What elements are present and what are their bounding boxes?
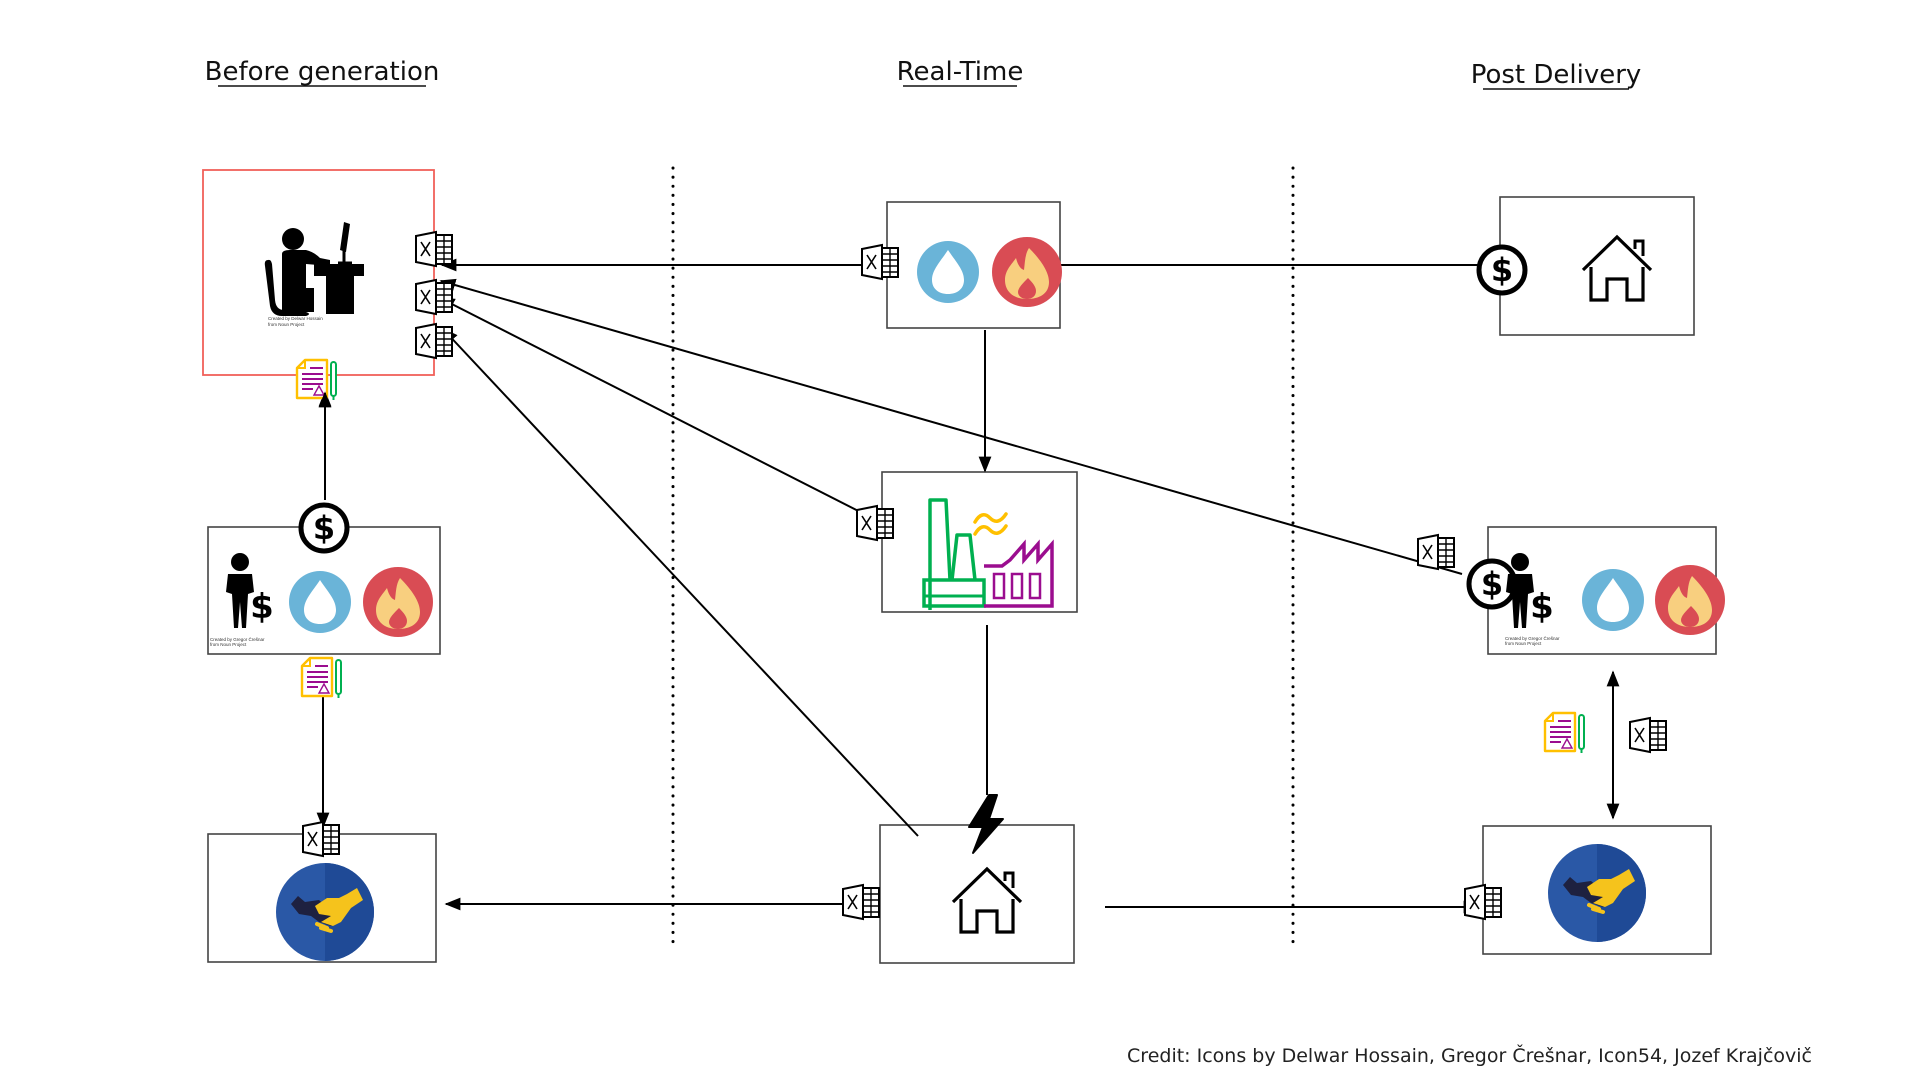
header-before-generation: Before generation	[205, 57, 440, 87]
contract-icon	[295, 358, 338, 402]
contract-icon	[300, 656, 343, 700]
lightning-icon	[968, 794, 1004, 854]
spreadsheet-icon	[856, 505, 894, 541]
flow-plant-to-planner	[438, 297, 879, 522]
spreadsheet-icon	[415, 323, 453, 359]
header-real-time: Real-Time	[897, 57, 1024, 87]
flow-supplier-post-to-planner	[439, 278, 1463, 575]
investor-icon-credit: from Noun Project	[1505, 641, 1542, 646]
header-post-delivery: Post Delivery	[1471, 60, 1642, 90]
fire-icon	[1655, 565, 1725, 635]
investor-icon-credit: from Noun Project	[210, 642, 247, 647]
fire-icon	[992, 237, 1062, 307]
spreadsheet-icon	[415, 231, 453, 267]
dollar-coin-icon	[1479, 247, 1525, 293]
spreadsheet-icon	[415, 279, 453, 315]
power-plant-box[interactable]	[881, 471, 1078, 613]
icon-credits: Credit: Icons by Delwar Hossain, Gregor …	[1127, 1043, 1812, 1067]
investor-icon-credit: Created by Gregor Črešnar	[210, 636, 265, 642]
handshake-icon	[1546, 842, 1648, 944]
fire-icon	[363, 567, 433, 637]
worker-at-desk-icon	[264, 222, 364, 316]
worker-icon-credit: from Noun Project	[268, 322, 305, 327]
handshake-icon	[274, 861, 376, 963]
dollar-coin-icon	[301, 505, 347, 551]
spreadsheet-icon	[861, 244, 899, 280]
water-drop-icon	[1582, 569, 1644, 631]
flow-consumer-to-planner	[441, 327, 919, 837]
water-drop-icon	[289, 571, 351, 633]
factory-icon	[922, 498, 1054, 610]
spreadsheet-icon	[1417, 534, 1455, 570]
spreadsheet-icon	[302, 821, 340, 857]
spreadsheet-icon	[1629, 717, 1667, 753]
water-drop-icon	[917, 241, 979, 303]
spreadsheet-icon	[842, 884, 880, 920]
investor-icon-credit: Created by Gregor Črešnar	[1505, 635, 1560, 641]
worker-icon-credit: Created by Delwar Hossain	[268, 316, 323, 321]
contract-icon	[1543, 711, 1586, 755]
consumer-post-box[interactable]	[1499, 196, 1695, 336]
spreadsheet-icon	[1464, 884, 1502, 920]
